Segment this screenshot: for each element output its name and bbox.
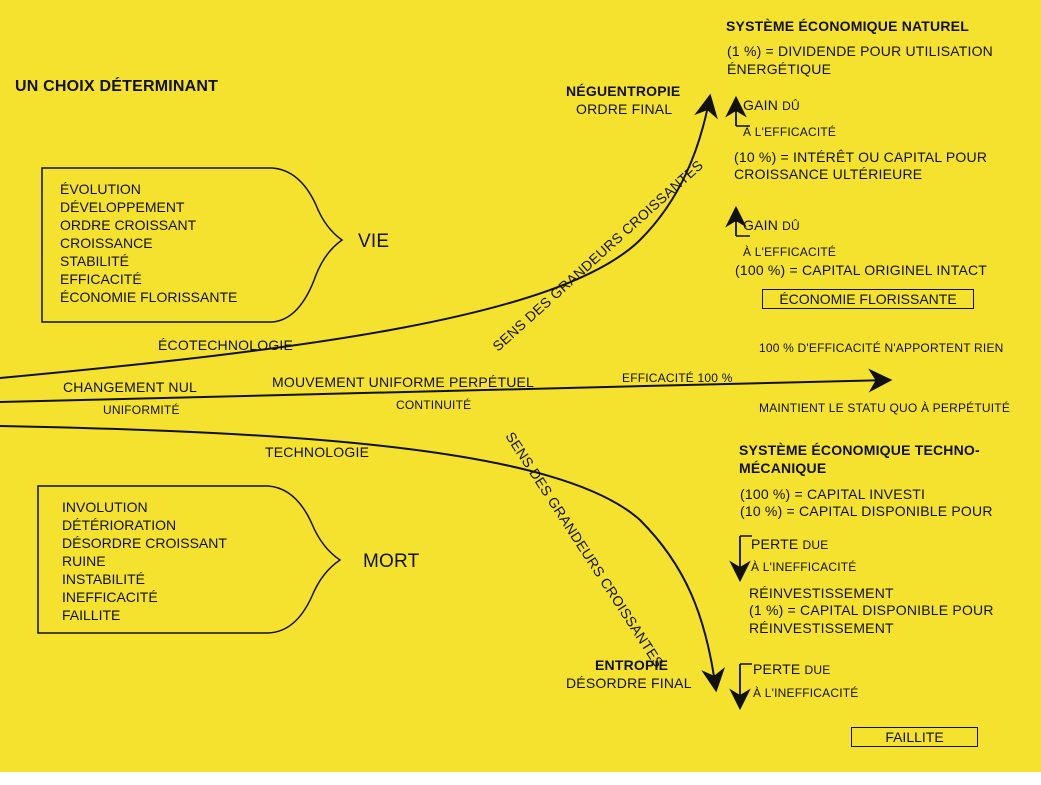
uniform-line: [0, 368, 893, 403]
entropie-sub: DÉSORDRE FINAL: [566, 675, 692, 691]
natural-title: SYSTÈME ÉCONOMIQUE NATUREL: [726, 18, 969, 34]
natural-line1a: (1 %) = DIVIDENDE POUR UTILISATION: [727, 43, 993, 59]
life-item: ÉCONOMIE FLORISSANTE: [60, 289, 238, 305]
entropie-title: ENTROPIE: [595, 657, 669, 673]
neguentropie-sub: ORDRE FINAL: [576, 101, 673, 117]
techno-line1: (100 %) = CAPITAL INVESTI: [740, 486, 926, 502]
efficacite-label: Efficacité 100 %: [622, 371, 733, 385]
techno-line2: (10 %) = CAPITAL DISPONIBLE POUR: [740, 503, 993, 519]
life-item: EFFICACITÉ: [60, 271, 142, 287]
natural-line2a: (10 %) = INTÉRÊT OU CAPITAL POUR: [734, 149, 988, 165]
death-item: FAILLITE: [62, 607, 121, 623]
life-item: ORDRE CROISSANT: [60, 217, 197, 233]
life-label: VIE: [358, 231, 390, 252]
changement-label: CHANGEMENT NUL: [63, 379, 198, 395]
ecotech-label: ÉCOTECHNOLOGIE: [158, 337, 294, 353]
death-item: INVOLUTION: [62, 499, 148, 515]
continuite-label: Continuité: [396, 398, 472, 412]
life-item: DÉVELOPPEMENT: [60, 199, 185, 215]
death-list: INVOLUTION DÉTÉRIORATION DÉSORDRE CROISS…: [62, 498, 227, 624]
life-brace: [41, 167, 344, 323]
statu-quo-label: Maintient le statu quo à perpétuité: [759, 401, 1011, 415]
sens-up-label: SENS DES GRANDEURS CROISSANTES: [489, 157, 706, 355]
page-title: UN CHOIX DÉTERMINANT: [15, 78, 219, 95]
death-item: INEFFICACITÉ: [62, 589, 158, 605]
death-item: RUINE: [62, 553, 106, 569]
gain-label-2: GAIN dû: [743, 217, 800, 233]
life-item: STABILITÉ: [60, 253, 129, 269]
death-label: MORT: [363, 551, 420, 572]
natural-line3: (100 %) = CAPITAL ORIGINEL INTACT: [735, 262, 988, 278]
gain-sub-2: à l'efficacité: [743, 245, 837, 259]
death-brace: [37, 485, 342, 634]
gain-sub-1: à l'efficacité: [743, 125, 837, 139]
tech-label: TECHNOLOGIE: [265, 444, 370, 460]
sens-down-label: SENS DES GRANDEURS CROISSANTES: [502, 429, 666, 670]
life-item: ÉVOLUTION: [60, 181, 141, 197]
techno-line3a: (1 %) = CAPITAL DISPONIBLE POUR: [749, 602, 994, 618]
uniformite-label: Uniformité: [103, 403, 180, 417]
techno-reinv: RÉINVESTISSEMENT: [749, 585, 894, 601]
apportent-label: 100 % d'efficacité n'apportent rien: [759, 341, 1004, 355]
death-item: INSTABILITÉ: [62, 571, 145, 587]
techno-title-b: MÉCANIQUE: [739, 460, 827, 476]
florissante-box: ÉCONOMIE FLORISSANTE: [762, 289, 974, 309]
mouvement-label: MOUVEMENT UNIFORME PERPÉTUEL: [272, 374, 535, 390]
techno-title-a: SYSTÈME ÉCONOMIQUE TECHNO-: [739, 442, 980, 458]
faillite-box: FAILLITE: [851, 727, 978, 747]
life-list: ÉVOLUTION DÉVELOPPEMENT ORDRE CROISSANT …: [60, 180, 237, 306]
life-item: CROISSANCE: [60, 235, 153, 251]
death-item: DÉSORDRE CROISSANT: [62, 535, 227, 551]
natural-line2b: CROISSANCE ULTÉRIEURE: [734, 166, 923, 182]
perte-sub-2: à l'inefficacité: [753, 686, 859, 700]
tech-curve: [0, 425, 726, 693]
ecotech-curve: [0, 93, 718, 379]
neguentropie-title: NÉGUENTROPIE: [566, 83, 681, 99]
perte-sub-1: à l'inefficacité: [751, 560, 857, 574]
perte-label-2: PERTE due: [753, 661, 831, 677]
death-item: DÉTÉRIORATION: [62, 517, 177, 533]
techno-line3b: RÉINVESTISSEMENT: [749, 620, 894, 636]
perte-label-1: PERTE due: [751, 536, 829, 552]
natural-line1b: ÉNERGÉTIQUE: [727, 61, 832, 77]
gain-label-1: GAIN dû: [743, 97, 800, 113]
